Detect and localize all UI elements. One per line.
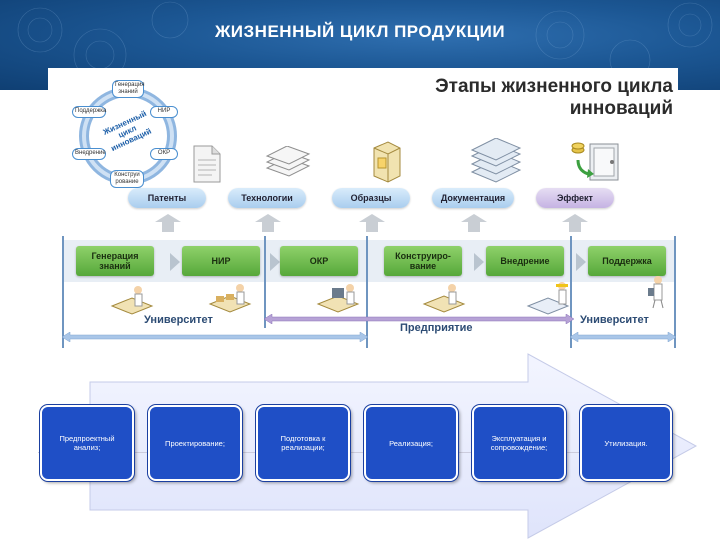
up-arrow-icon (359, 214, 385, 232)
phase-implementation: Реализация; (364, 405, 458, 481)
chevron-right-icon (270, 253, 280, 271)
up-arrow-icon (155, 214, 181, 232)
output-effect: Эффект (536, 188, 614, 208)
divider-line (264, 236, 266, 328)
university-span-arrow (62, 332, 368, 342)
up-arrow-icon (562, 214, 588, 232)
effect-safe-icon (571, 142, 619, 181)
samples-box-icon (373, 141, 401, 183)
phase-disposal: Утилизация. (580, 405, 672, 481)
lifecycle-panel: Этапы жизненного цикла инноваций Генерац… (48, 68, 678, 350)
worker-desk-icon (526, 282, 570, 315)
up-arrow-icon (255, 214, 281, 232)
chevron-right-icon (576, 253, 586, 271)
stage-support: Поддержка (588, 246, 666, 276)
divider-line (62, 236, 64, 348)
enterprise-span-label: Предприятие (400, 322, 473, 334)
worker-desk-icon (648, 276, 664, 309)
stage-okr: ОКР (280, 246, 358, 276)
wheel-item-okr: ОКР (150, 148, 178, 160)
chevron-right-icon (474, 253, 484, 271)
stage-implementation: Внедрение (486, 246, 564, 276)
panel-title: Этапы жизненного цикла инноваций (388, 76, 673, 120)
wheel-item-implementation: Внедрение (72, 148, 106, 160)
phase-preparation: Подготовка к реализации; (256, 405, 350, 481)
stage-bar (62, 240, 674, 282)
chevron-right-icon (170, 253, 180, 271)
divider-line (366, 236, 368, 348)
wheel-item-generation: Генерация знаний (112, 80, 145, 98)
output-patents: Патенты (128, 188, 206, 208)
cycle-wheel: Генерация знаний НИР ОКР Конструи ровани… (70, 78, 186, 194)
stage-construction: Конструиро-вание (384, 246, 462, 276)
patent-document-icon (193, 145, 221, 183)
enterprise-span-arrow (264, 314, 574, 324)
output-technologies: Технологии (228, 188, 306, 208)
output-samples: Образцы (332, 188, 410, 208)
wheel-item-construction: Конструи рование (110, 170, 144, 188)
worker-desk-icon (316, 284, 360, 313)
panel-title-line1: Этапы жизненного цикла (435, 76, 673, 97)
output-documentation: Документация (432, 188, 514, 208)
technology-papers-icon (265, 146, 311, 177)
phase-design: Проектирование; (148, 405, 242, 481)
university-span-arrow-right (570, 332, 676, 342)
phase-preproject-analysis: Предпроектный анализ; (40, 405, 134, 481)
worker-desk-icon (110, 286, 154, 315)
page-title: ЖИЗНЕННЫЙ ЦИКЛ ПРОДУКЦИИ (214, 22, 506, 41)
university-span-label-left: Университет (144, 314, 213, 326)
phase-operation: Эксплуатация и сопровождение; (472, 405, 566, 481)
stage-nir: НИР (182, 246, 260, 276)
worker-desk-icon (208, 284, 252, 313)
divider-line (674, 236, 676, 348)
panel-title-line2: инноваций (569, 98, 673, 119)
wheel-item-nir: НИР (150, 106, 178, 118)
up-arrow-icon (461, 214, 487, 232)
documentation-stack-icon (470, 138, 522, 183)
divider-line (570, 236, 572, 348)
worker-desk-icon (422, 284, 466, 313)
wheel-item-support: Поддержка (72, 106, 106, 118)
university-span-label-right: Университет (580, 314, 649, 326)
stage-generation: Генерация знаний (76, 246, 154, 276)
